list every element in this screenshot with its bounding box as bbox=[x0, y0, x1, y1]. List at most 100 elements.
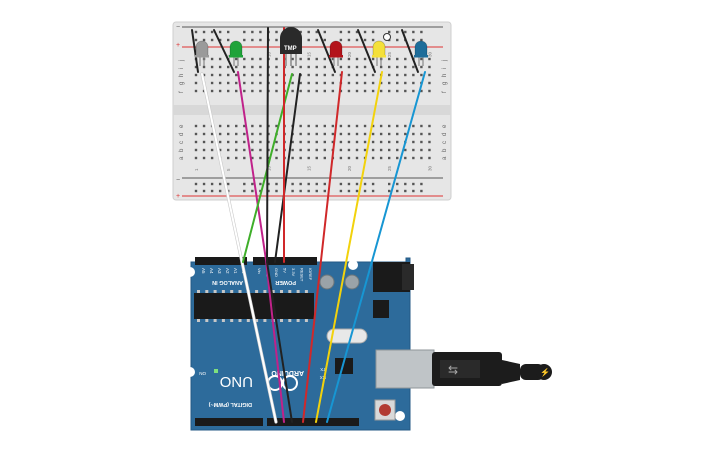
terminal-hole[interactable] bbox=[227, 140, 230, 144]
terminal-hole[interactable] bbox=[299, 57, 302, 61]
rail-hole[interactable] bbox=[218, 182, 222, 186]
terminal-hole[interactable] bbox=[371, 124, 375, 128]
terminal-hole[interactable] bbox=[363, 81, 367, 85]
rail-hole[interactable] bbox=[355, 189, 359, 193]
terminal-hole[interactable] bbox=[210, 148, 214, 152]
terminal-hole[interactable] bbox=[259, 73, 262, 77]
terminal-hole[interactable] bbox=[307, 57, 310, 61]
rail-hole[interactable] bbox=[412, 189, 415, 193]
terminal-hole[interactable] bbox=[371, 81, 375, 85]
rail-hole[interactable] bbox=[323, 30, 326, 34]
terminal-hole[interactable] bbox=[388, 124, 391, 128]
terminal-hole[interactable] bbox=[218, 65, 222, 69]
rail-hole[interactable] bbox=[371, 182, 375, 186]
terminal-hole[interactable] bbox=[307, 132, 310, 136]
terminal-hole[interactable] bbox=[355, 81, 359, 85]
rail-hole[interactable] bbox=[323, 189, 326, 193]
terminal-hole[interactable] bbox=[194, 124, 198, 128]
rail-hole[interactable] bbox=[347, 30, 351, 34]
terminal-hole[interactable] bbox=[339, 140, 343, 144]
terminal-hole[interactable] bbox=[388, 140, 391, 144]
terminal-hole[interactable] bbox=[194, 65, 198, 69]
terminal-hole[interactable] bbox=[202, 140, 206, 144]
rail-hole[interactable] bbox=[194, 189, 198, 193]
terminal-hole[interactable] bbox=[371, 148, 375, 152]
terminal-hole[interactable] bbox=[227, 156, 230, 160]
terminal-hole[interactable] bbox=[339, 89, 343, 93]
terminal-hole[interactable] bbox=[363, 140, 367, 144]
terminal-hole[interactable] bbox=[428, 140, 431, 144]
rail-hole[interactable] bbox=[307, 30, 310, 34]
terminal-hole[interactable] bbox=[291, 148, 294, 152]
terminal-hole[interactable] bbox=[323, 65, 326, 69]
terminal-hole[interactable] bbox=[210, 156, 214, 160]
terminal-hole[interactable] bbox=[371, 73, 375, 77]
rail-hole[interactable] bbox=[339, 189, 343, 193]
terminal-hole[interactable] bbox=[396, 148, 399, 152]
rail-hole[interactable] bbox=[371, 30, 375, 34]
terminal-hole[interactable] bbox=[243, 89, 246, 93]
rail-hole[interactable] bbox=[404, 189, 407, 193]
terminal-hole[interactable] bbox=[347, 140, 351, 144]
terminal-hole[interactable] bbox=[404, 81, 407, 85]
terminal-hole[interactable] bbox=[347, 132, 351, 136]
wires[interactable] bbox=[200, 27, 426, 424]
terminal-hole[interactable] bbox=[323, 140, 326, 144]
terminal-hole[interactable] bbox=[315, 89, 318, 93]
terminal-hole[interactable] bbox=[202, 65, 206, 69]
rail-hole[interactable] bbox=[194, 38, 198, 42]
terminal-hole[interactable] bbox=[210, 89, 214, 93]
led-yellow[interactable] bbox=[372, 40, 386, 66]
terminal-hole[interactable] bbox=[331, 132, 335, 136]
terminal-hole[interactable] bbox=[275, 148, 278, 152]
terminal-hole[interactable] bbox=[347, 73, 351, 77]
terminal-hole[interactable] bbox=[363, 65, 367, 69]
terminal-hole[interactable] bbox=[194, 140, 198, 144]
terminal-hole[interactable] bbox=[396, 156, 399, 160]
terminal-hole[interactable] bbox=[388, 73, 391, 77]
terminal-hole[interactable] bbox=[218, 140, 222, 144]
rail-hole[interactable] bbox=[371, 38, 375, 42]
terminal-hole[interactable] bbox=[291, 57, 294, 61]
terminal-hole[interactable] bbox=[299, 89, 302, 93]
digital-header-low[interactable] bbox=[195, 418, 263, 426]
rail-hole[interactable] bbox=[194, 30, 198, 34]
terminal-hole[interactable] bbox=[379, 89, 383, 93]
terminal-hole[interactable] bbox=[404, 65, 407, 69]
wire-yellow[interactable] bbox=[315, 71, 383, 423]
rail-hole[interactable] bbox=[339, 38, 343, 42]
terminal-hole[interactable] bbox=[412, 89, 415, 93]
terminal-hole[interactable] bbox=[210, 73, 214, 77]
terminal-hole[interactable] bbox=[227, 73, 230, 77]
rail-hole[interactable] bbox=[412, 182, 415, 186]
terminal-hole[interactable] bbox=[331, 140, 335, 144]
terminal-hole[interactable] bbox=[243, 132, 246, 136]
rail-hole[interactable] bbox=[420, 182, 423, 186]
terminal-hole[interactable] bbox=[396, 132, 399, 136]
terminal-hole[interactable] bbox=[388, 156, 391, 160]
terminal-hole[interactable] bbox=[259, 65, 262, 69]
terminal-hole[interactable] bbox=[363, 124, 367, 128]
rail-hole[interactable] bbox=[339, 30, 343, 34]
rail-hole[interactable] bbox=[251, 38, 254, 42]
rail-hole[interactable] bbox=[218, 38, 222, 42]
terminal-hole[interactable] bbox=[315, 140, 318, 144]
rail-hole[interactable] bbox=[412, 38, 415, 42]
terminal-hole[interactable] bbox=[379, 148, 383, 152]
terminal-hole[interactable] bbox=[428, 148, 431, 152]
terminal-hole[interactable] bbox=[307, 89, 310, 93]
terminal-hole[interactable] bbox=[331, 57, 335, 61]
terminal-hole[interactable] bbox=[412, 156, 415, 160]
terminal-hole[interactable] bbox=[194, 73, 198, 77]
rail-hole[interactable] bbox=[315, 189, 318, 193]
rail-hole[interactable] bbox=[227, 38, 230, 42]
terminal-hole[interactable] bbox=[420, 124, 423, 128]
rail-hole[interactable] bbox=[299, 189, 302, 193]
terminal-hole[interactable] bbox=[323, 73, 326, 77]
terminal-hole[interactable] bbox=[347, 148, 351, 152]
terminal-hole[interactable] bbox=[396, 140, 399, 144]
rail-hole[interactable] bbox=[420, 189, 423, 193]
terminal-hole[interactable] bbox=[428, 81, 431, 85]
terminal-hole[interactable] bbox=[339, 65, 343, 69]
terminal-hole[interactable] bbox=[235, 140, 238, 144]
